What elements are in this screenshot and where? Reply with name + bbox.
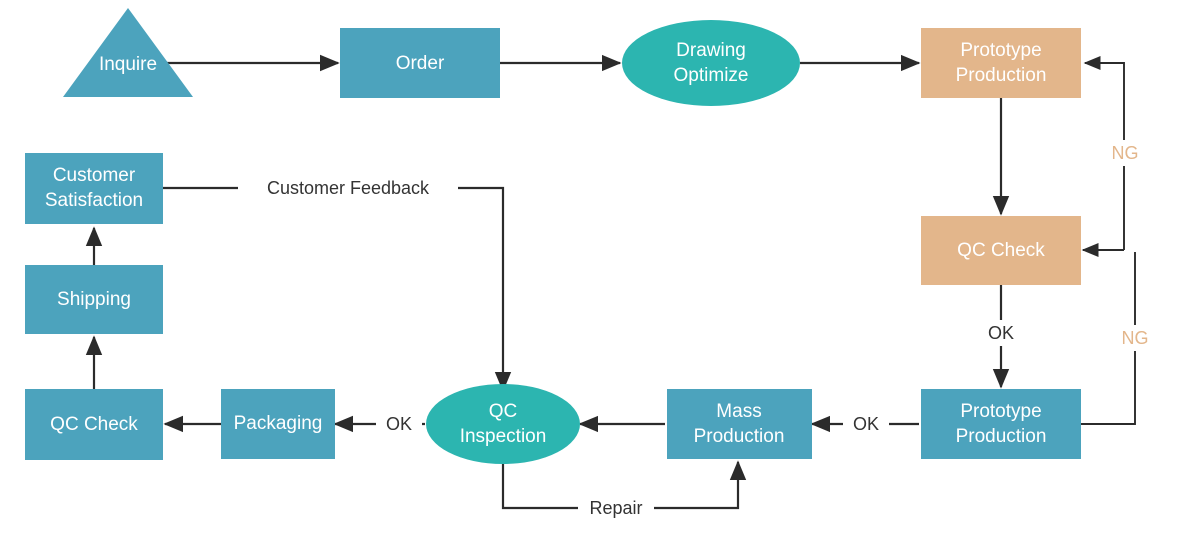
customer-satisfaction-rect-shape xyxy=(25,153,163,224)
node-customer-satisfaction-label-line1: Customer xyxy=(53,165,136,186)
shipping-rect-shape xyxy=(25,265,163,334)
node-prototype-production-top-label-line2: Production xyxy=(956,65,1047,86)
node-prototype-production-bottom[interactable]: Prototype Production xyxy=(921,389,1081,459)
node-qc-check-tan[interactable]: QC Check xyxy=(921,216,1081,285)
ok-inspection-packaging-label-backdrop xyxy=(376,411,422,437)
node-prototype-production-top[interactable]: Prototype Production xyxy=(921,28,1081,98)
node-shipping-label: Shipping xyxy=(57,289,131,310)
node-inquire[interactable]: Inquire xyxy=(63,8,193,97)
edge-label-ng-top: NG xyxy=(1112,143,1139,163)
repair-label-backdrop xyxy=(578,495,654,521)
qc-check-blue-rect-shape xyxy=(25,389,163,460)
edge-ng-qc-check-to-prototype-top xyxy=(1083,55,1125,250)
node-qc-check-blue-label: QC Check xyxy=(50,414,138,435)
node-packaging[interactable]: Packaging xyxy=(221,389,335,459)
qc-check-tan-rect-shape xyxy=(921,216,1081,285)
ng-bottom-label-backdrop xyxy=(1114,325,1156,351)
node-prototype-production-bottom-label-line1: Prototype xyxy=(960,401,1041,422)
node-drawing-optimize-label-line1: Drawing xyxy=(676,40,746,61)
node-prototype-production-top-label-line1: Prototype xyxy=(960,40,1041,61)
ok-proto-mass-label-backdrop xyxy=(843,411,889,437)
node-qc-inspection-label-line2: Inspection xyxy=(460,426,547,447)
inquire-triangle-shape xyxy=(63,8,193,97)
node-qc-check-blue[interactable]: QC Check xyxy=(25,389,163,460)
node-mass-production-label-line2: Production xyxy=(694,426,785,447)
node-prototype-production-bottom-label-line2: Production xyxy=(956,426,1047,447)
customer-feedback-label-backdrop xyxy=(238,175,458,201)
edge-label-ng-bottom: NG xyxy=(1122,328,1149,348)
mass-production-rect-shape xyxy=(667,389,812,459)
node-qc-inspection[interactable]: QC Inspection xyxy=(426,384,580,464)
edge-label-ok-qc-check-to-prototype: OK xyxy=(988,323,1014,343)
node-qc-inspection-label-line1: QC xyxy=(489,401,518,422)
edge-label-customer-feedback: Customer Feedback xyxy=(267,178,430,198)
node-customer-satisfaction[interactable]: Customer Satisfaction xyxy=(25,153,163,224)
order-rect-shape xyxy=(340,28,500,98)
node-customer-satisfaction-label-line2: Satisfaction xyxy=(45,190,143,211)
drawing-optimize-ellipse-shape xyxy=(622,20,800,106)
prototype-production-bottom-rect-shape xyxy=(921,389,1081,459)
edge-label-ok-prototype-to-mass: OK xyxy=(853,414,879,434)
node-order-label: Order xyxy=(396,53,445,74)
node-mass-production[interactable]: Mass Production xyxy=(667,389,812,459)
prototype-production-top-rect-shape xyxy=(921,28,1081,98)
node-drawing-optimize-label-line2: Optimize xyxy=(674,65,749,86)
packaging-rect-shape xyxy=(221,389,335,459)
ng-top-label-backdrop xyxy=(1104,140,1146,166)
node-shipping[interactable]: Shipping xyxy=(25,265,163,334)
node-qc-check-tan-label: QC Check xyxy=(957,240,1045,261)
edge-label-repair: Repair xyxy=(589,498,642,518)
node-drawing-optimize[interactable]: Drawing Optimize xyxy=(622,20,800,106)
edge-label-ok-inspection-to-packaging: OK xyxy=(386,414,412,434)
node-inquire-label: Inquire xyxy=(99,54,157,75)
node-order[interactable]: Order xyxy=(340,28,500,98)
edge-customer-feedback xyxy=(163,186,512,392)
ok-vertical-label-backdrop xyxy=(978,320,1024,346)
node-packaging-label: Packaging xyxy=(234,413,323,434)
edge-ng-prototype-bottom-to-qc-check xyxy=(1081,252,1136,425)
qc-inspection-ellipse-shape xyxy=(426,384,580,464)
node-mass-production-label-line1: Mass xyxy=(716,401,761,422)
